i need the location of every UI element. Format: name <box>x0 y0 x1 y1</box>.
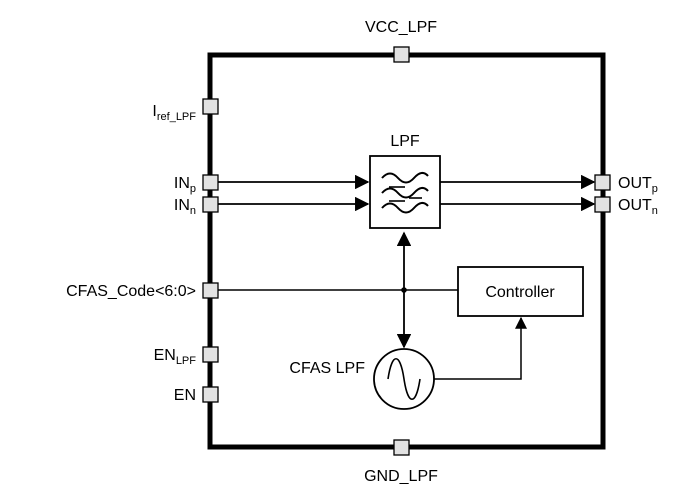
pin-cfas-code <box>202 282 219 299</box>
pin-outn <box>594 196 611 213</box>
en-lpf-pin-label: ENLPF <box>154 347 197 367</box>
pin-vcc <box>393 46 410 63</box>
inp-pin-label: INp <box>174 175 196 195</box>
cfas-to-controller-line <box>434 316 527 380</box>
vcc-pin-label: VCC_LPF <box>365 19 437 36</box>
inn-pin-label: INn <box>174 197 196 217</box>
pin-inp <box>202 174 219 191</box>
controller-label: Controller <box>485 284 555 301</box>
pin-en <box>202 386 219 403</box>
controller-block <box>457 266 584 317</box>
pin-iref <box>202 98 219 115</box>
sine-source-icon <box>387 357 421 401</box>
cfas-oscillator-label: CFAS LPF <box>289 360 365 377</box>
gnd-pin-label: GND_LPF <box>364 468 438 485</box>
pin-gnd <box>393 439 410 456</box>
lpf-filter-block <box>369 155 441 229</box>
pin-outp <box>594 174 611 191</box>
lpf-block-title: LPF <box>390 133 420 150</box>
en-pin-label: EN <box>174 387 196 404</box>
outp-pin-label: OUTp <box>618 175 658 195</box>
cfas-code-pin-label: CFAS_Code<6:0> <box>66 283 196 300</box>
outn-pin-label: OUTn <box>618 197 658 217</box>
iref-pin-label: Iref_LPF <box>152 103 196 123</box>
pin-inn <box>202 196 219 213</box>
lowpass-filter-icon <box>381 172 429 214</box>
pin-en-lpf <box>202 346 219 363</box>
